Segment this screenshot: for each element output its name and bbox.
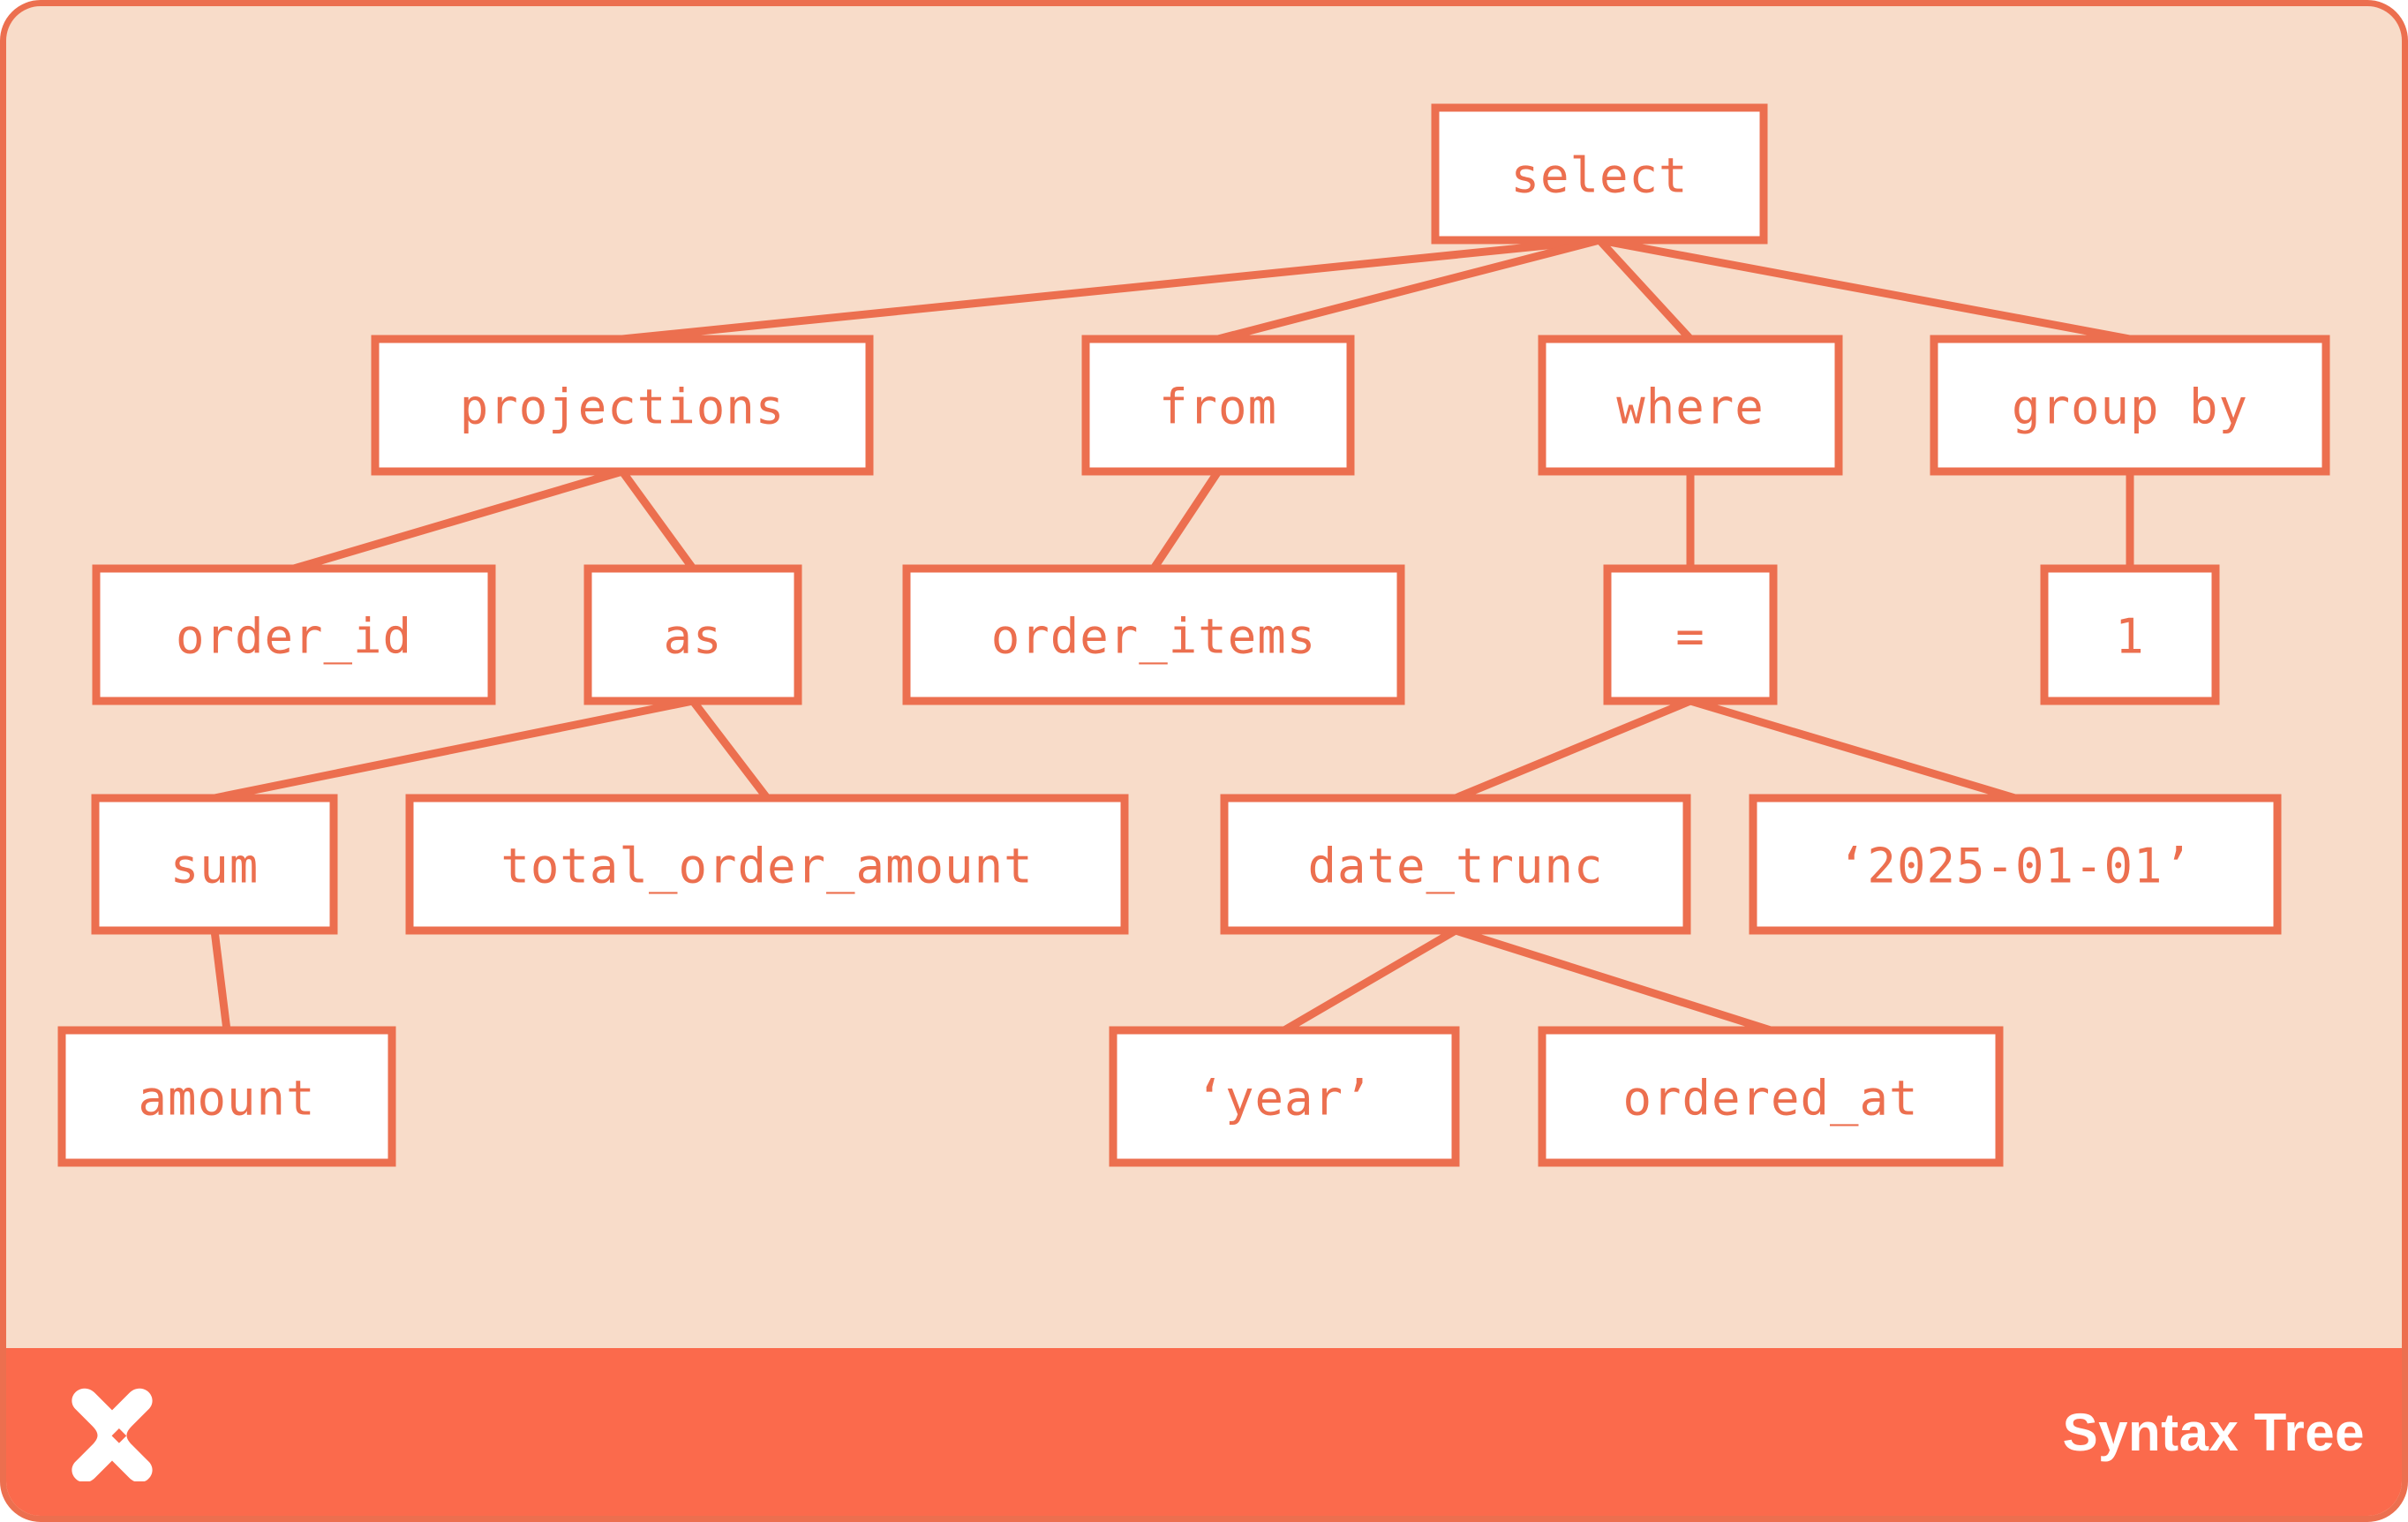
tree-edge-select-to-from (1216, 236, 1601, 343)
tree-node-total_order_amount[interactable]: total_order_amount (405, 794, 1129, 935)
node-label-where: where (1616, 380, 1765, 435)
tree-edge-eq-to-date_trunc (1454, 697, 1692, 802)
node-label-year_literal: ‘year’ (1195, 1071, 1373, 1126)
node-label-total_order_amount: total_order_amount (500, 839, 1033, 894)
syntax-tree-graph: select projections from where group by order_… (57, 103, 2330, 1167)
node-label-amount: amount (138, 1071, 315, 1126)
tree-node-eq[interactable]: = (1603, 564, 1778, 705)
node-box-sum (91, 794, 338, 935)
tree-node-sum[interactable]: sum (91, 794, 338, 935)
tree-edge-date_trunc-to-ordered_at (1454, 926, 1772, 1035)
node-label-projections: projections (460, 380, 786, 435)
node-label-from: from (1159, 380, 1277, 435)
tree-node-date_literal[interactable]: ‘2025-01-01’ (1749, 794, 2282, 935)
tree-node-select[interactable]: select (1431, 103, 1768, 245)
tree-node-as[interactable]: as (583, 564, 802, 705)
edge-layer (210, 236, 2134, 1035)
node-label-sum: sum (170, 839, 260, 894)
footer-title: Syntax Tree (2062, 1402, 2365, 1462)
node-box-ordered_at (1538, 1026, 2004, 1167)
node-label-select: select (1510, 148, 1688, 204)
tree-node-from[interactable]: from (1081, 335, 1355, 476)
footer-bar: Syntax Tree (6, 1348, 2402, 1516)
node-box-total_order_amount (405, 794, 1129, 935)
tree-node-order_id[interactable]: order_id (92, 564, 496, 705)
node-label-order_id: order_id (176, 609, 412, 665)
tree-node-where[interactable]: where (1538, 335, 1843, 476)
tree-edge-select-to-where (1596, 237, 1694, 343)
node-label-eq: = (1675, 609, 1705, 665)
node-box-date_trunc (1220, 794, 1691, 935)
node-box-eq (1603, 564, 1778, 705)
node-layer: select projections from where group by order_… (57, 103, 2330, 1167)
node-box-group_by (1930, 335, 2330, 476)
tree-edge-select-to-projections (621, 236, 1600, 343)
tree-node-group_by[interactable]: group by (1930, 335, 2330, 476)
node-box-amount (57, 1026, 396, 1167)
node-box-where (1538, 335, 1843, 476)
node-label-date_trunc: date_trunc (1307, 839, 1603, 894)
node-box-year_literal (1109, 1026, 1460, 1167)
tree-edge-sum-to-amount (210, 930, 231, 1031)
tree-edge-from-to-order_items (1150, 469, 1222, 571)
tree-node-projections[interactable]: projections (371, 335, 874, 476)
node-label-ordered_at: ordered_at (1622, 1071, 1918, 1126)
tree-edge-eq-to-date_literal (1689, 697, 2017, 802)
x-mark-logo-icon (71, 1388, 153, 1481)
node-box-order_items (902, 564, 1405, 705)
node-label-order_items: order_items (991, 609, 1317, 665)
node-box-select (1431, 103, 1768, 245)
tree-edge-date_trunc-to-year_literal (1282, 927, 1458, 1034)
tree-edge-projections-to-order_id (292, 467, 624, 573)
node-box-date_literal (1749, 794, 2282, 935)
tree-node-year_literal[interactable]: ‘year’ (1109, 1026, 1460, 1167)
tree-canvas: select projections from where group by order_… (6, 6, 2402, 1366)
tree-node-order_items[interactable]: order_items (902, 564, 1405, 705)
node-box-one (2040, 564, 2220, 705)
node-label-date_literal: ‘2025-01-01’ (1838, 839, 2193, 894)
tree-edge-as-to-total_order_amount (689, 698, 771, 801)
tree-edge-projections-to-as (619, 469, 696, 571)
node-box-as (583, 564, 802, 705)
tree-edge-as-to-sum (214, 697, 694, 802)
node-label-as: as (663, 609, 722, 665)
node-box-order_id (92, 564, 496, 705)
node-label-one: 1 (2115, 609, 2145, 665)
tree-node-date_trunc[interactable]: date_trunc (1220, 794, 1691, 935)
node-box-projections (371, 335, 874, 476)
tree-node-one[interactable]: 1 (2040, 564, 2220, 705)
node-box-from (1081, 335, 1355, 476)
tree-edge-select-to-group_by (1599, 236, 2131, 343)
tree-node-amount[interactable]: amount (57, 1026, 396, 1167)
node-label-group_by: group by (2012, 380, 2248, 435)
tree-node-ordered_at[interactable]: ordered_at (1538, 1026, 2004, 1167)
